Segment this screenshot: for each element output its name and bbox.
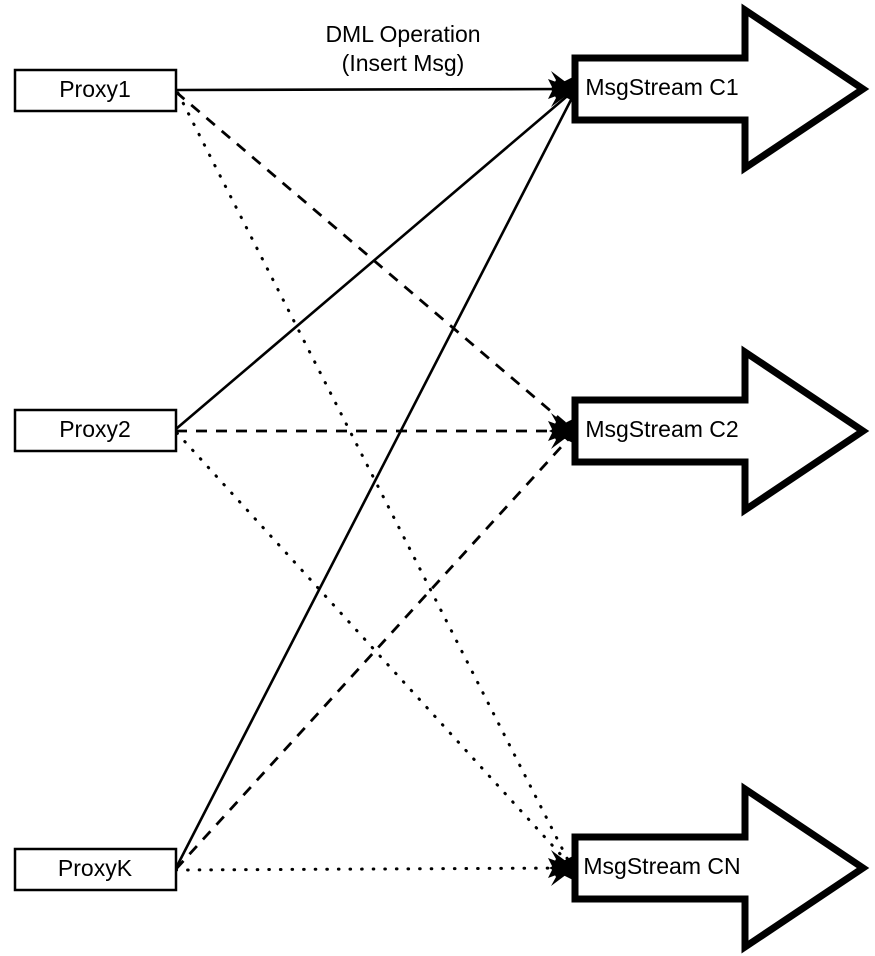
proxy-box bbox=[13, 68, 178, 113]
annotation-dml-operation: DML Operation (Insert Msg) bbox=[325, 21, 480, 76]
msgstream-label: MsgStream C1 bbox=[585, 74, 738, 100]
proxy-node-proxy2[interactable]: Proxy2 bbox=[13, 408, 178, 453]
msgstream-arrow-shape bbox=[571, 345, 870, 517]
connection-proxyK-to-c2 bbox=[174, 433, 575, 870]
msgstream-label: MsgStream CN bbox=[583, 853, 740, 879]
connection-proxyK-to-cn bbox=[174, 866, 574, 872]
annotation-line-2: (Insert Msg) bbox=[342, 50, 465, 76]
connection-proxyK-to-c1 bbox=[174, 93, 576, 869]
proxy-box bbox=[13, 847, 178, 892]
connections-layer bbox=[174, 87, 576, 872]
connection-proxy1-to-c1 bbox=[175, 87, 574, 92]
proxy-label: Proxy2 bbox=[59, 416, 131, 442]
arrowhead-head-c2 bbox=[548, 413, 575, 449]
msgstream-stream-cn[interactable]: MsgStream CN bbox=[571, 782, 870, 954]
connection-proxy2-to-c1 bbox=[175, 91, 573, 430]
arrowhead-head-c1 bbox=[548, 71, 575, 107]
msgstream-label: MsgStream C2 bbox=[585, 416, 738, 442]
arrowheads-layer bbox=[548, 71, 575, 886]
streams-layer: MsgStream C1 MsgStream C2 MsgStream CN bbox=[571, 3, 870, 954]
proxy-box bbox=[13, 408, 178, 453]
proxy-label: ProxyK bbox=[58, 855, 133, 881]
proxy-label: Proxy1 bbox=[59, 76, 131, 102]
connection-proxy2-to-cn bbox=[175, 431, 574, 869]
annotations-layer: DML Operation (Insert Msg) bbox=[325, 21, 480, 76]
proxy-node-proxyK[interactable]: ProxyK bbox=[13, 847, 178, 892]
msgstream-stream-c1[interactable]: MsgStream C1 bbox=[571, 3, 870, 175]
arrowhead-head-cn bbox=[548, 850, 575, 886]
msgstream-stream-c2[interactable]: MsgStream C2 bbox=[571, 345, 870, 517]
annotation-line-1: DML Operation bbox=[325, 21, 480, 47]
msgstream-arrow-shape bbox=[571, 782, 870, 954]
msgstream-arrow-shape bbox=[571, 3, 870, 175]
proxy-node-proxy1[interactable]: Proxy1 bbox=[13, 68, 178, 113]
